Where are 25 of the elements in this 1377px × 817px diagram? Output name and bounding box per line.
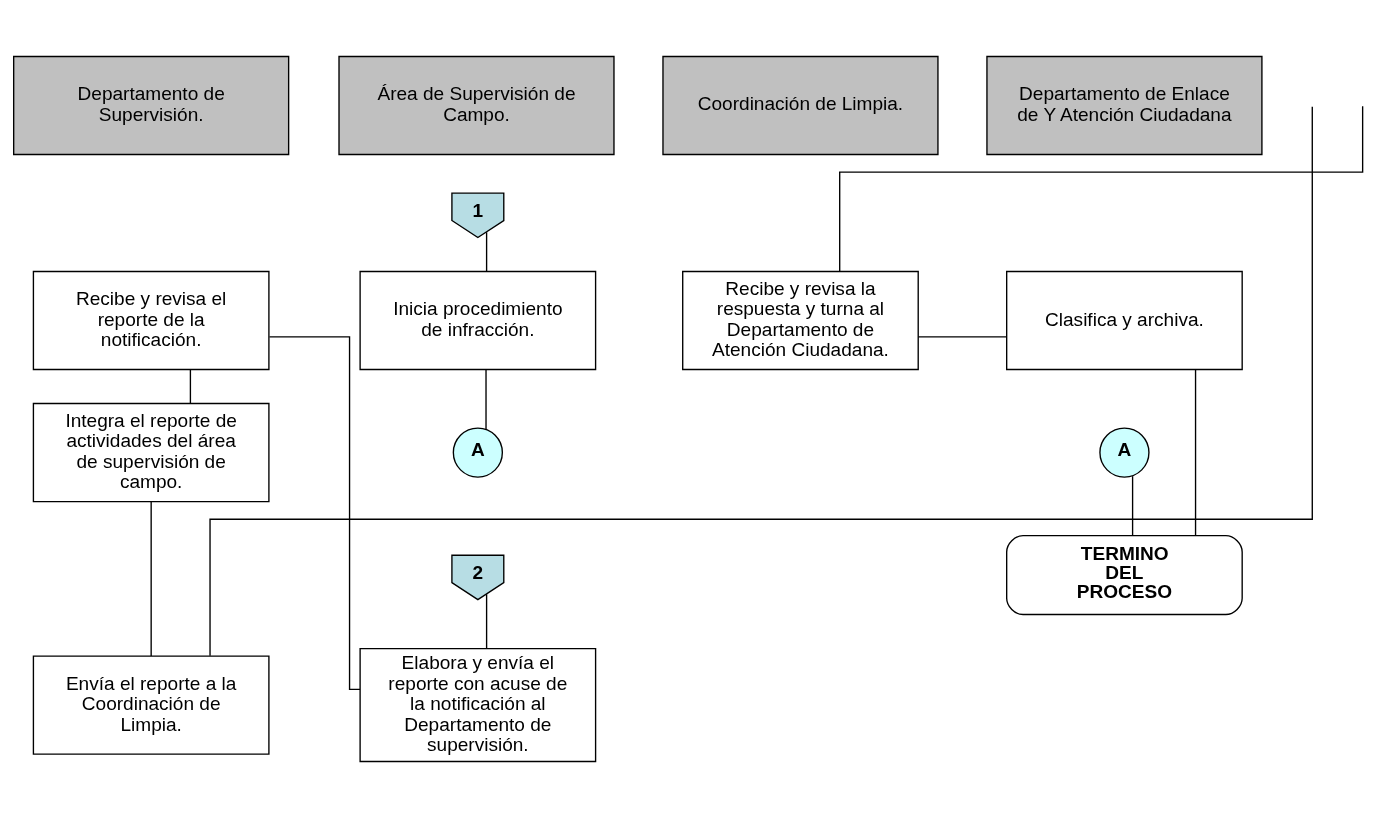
node-circle: A [452,426,504,478]
node-box: Coordinación de Limpia. [662,55,939,155]
connector [917,335,1008,338]
node-circle: A [1099,426,1150,478]
connector [485,368,487,430]
node-box: Departamento de Enlace de Y Atención Ciudadana [986,55,1263,155]
connector [485,231,488,272]
node-box: TERMINO DEL PROCESO [1006,534,1243,615]
node-box: Área de Supervisión de Campo. [338,55,615,155]
connector [839,105,1364,272]
node-box: Departamento de Supervisión. [13,55,290,155]
node-box: Envía el reporte a la Coordinación de Limpia. [32,654,270,755]
connector [268,335,361,690]
node-box: Elabora y envía el reporte con acuse de la notificación al Departamento de supervisión. [359,647,597,762]
connector [485,593,488,649]
node-box: Recibe y revisa el reporte de la notificación. [32,270,270,370]
node-box: Recibe y revisa la respuesta y turna al Departamento de Atención Ciudadana. [682,270,919,370]
connector [189,368,192,404]
connector [209,105,1313,656]
node-box: Clasifica y archiva. [1006,270,1243,370]
connector [150,500,152,657]
node-box: Integra el reporte de actividades del área de supervisión de campo. [32,402,270,502]
connector [1194,368,1197,536]
node-box: Inicia procedimiento de infracción. [359,270,597,370]
connector [1131,475,1134,536]
